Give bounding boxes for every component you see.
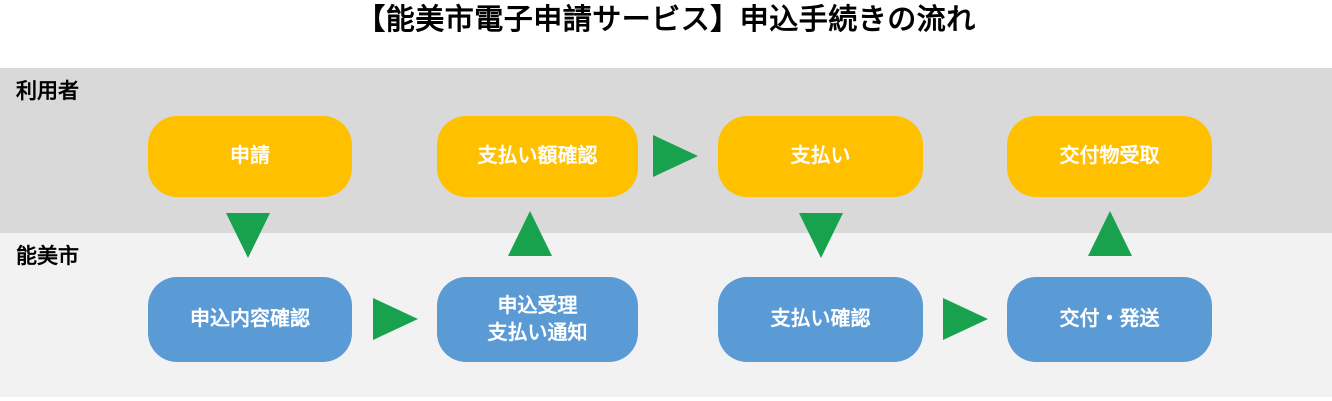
down-arrow-icon [799,213,843,258]
step-payment-confirmation: 支払い確認 [718,277,923,362]
step-application-content-check: 申込内容確認 [148,277,352,362]
right-arrow-icon [653,135,698,177]
step-payment-amount-confirmation: 支払い額確認 [437,116,638,197]
right-arrow-icon [373,298,418,340]
step-issue-and-ship: 交付・発送 [1007,277,1212,362]
lane-city-label: 能美市 [16,245,79,268]
diagram-title: 【能美市電子申請サービス】申込手続きの流れ [356,4,976,36]
right-arrow-icon [943,298,988,340]
up-arrow-icon [1088,211,1132,256]
lane-user-label: 利用者 [16,80,79,103]
step-application: 申請 [148,116,352,197]
step-payment: 支払い [718,116,923,197]
step-acceptance-payment-notice: 申込受理 支払い通知 [437,277,638,362]
step-deliverable-receipt: 交付物受取 [1007,116,1212,197]
up-arrow-icon [508,211,552,256]
down-arrow-icon [226,213,270,258]
